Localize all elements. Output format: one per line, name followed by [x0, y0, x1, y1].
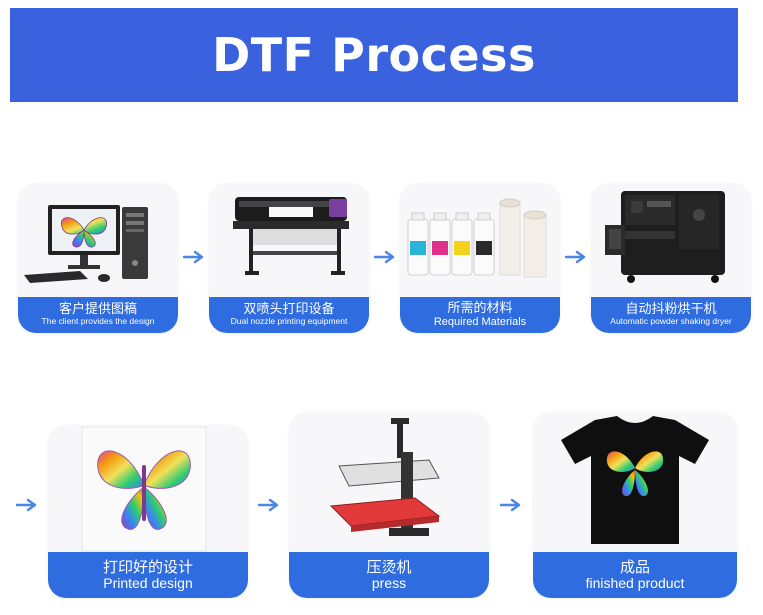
page-title: DTF Process	[212, 28, 536, 82]
dryer-icon	[605, 191, 725, 283]
materials-icon	[407, 198, 547, 278]
arrow-right-icon	[183, 250, 204, 264]
step-label-en: Printed design	[103, 574, 193, 591]
step-label-cn: 压烫机	[366, 558, 412, 577]
heat-press-icon	[329, 418, 441, 536]
step-label-cn: 自动抖粉烘干机	[625, 302, 717, 318]
step-label: 成品 finished product	[533, 552, 737, 598]
step-client-design: 客户提供图稿 The client provides the design	[18, 183, 178, 333]
step-label-en: Dual nozzle printing equipment	[230, 316, 348, 327]
step-label-en: Automatic powder shaking dryer	[610, 316, 732, 327]
step-label-en: press	[371, 574, 407, 591]
step-label: 客户提供图稿 The client provides the design	[18, 297, 178, 333]
step-label-en: The client provides the design	[41, 316, 155, 327]
step-label: 打印好的设计 Printed design	[48, 552, 248, 598]
step-heat-press: 压烫机 press	[289, 412, 489, 598]
arrow-right-icon	[374, 250, 395, 264]
step-label-en: Required Materials	[433, 316, 527, 329]
step-powder-dryer: 自动抖粉烘干机 Automatic powder shaking dryer	[591, 183, 751, 333]
step-label: 自动抖粉烘干机 Automatic powder shaking dryer	[591, 297, 751, 333]
step-finished-product: 成品 finished product	[533, 412, 737, 598]
arrow-right-icon	[16, 498, 37, 512]
step-label-cn: 打印好的设计	[102, 558, 193, 577]
arrow-right-icon	[500, 498, 521, 512]
step-label-en: finished product	[585, 574, 685, 591]
title-banner: DTF Process	[10, 8, 738, 102]
arrow-right-icon	[258, 498, 279, 512]
step-label-cn: 所需的材料	[447, 300, 513, 316]
step-label: 压烫机 press	[289, 552, 489, 598]
arrow-right-icon	[565, 250, 586, 264]
tshirt-icon	[561, 416, 709, 544]
computer-icon	[24, 205, 148, 283]
step-label: 所需的材料 Required Materials	[400, 297, 560, 333]
step-label-cn: 客户提供图稿	[58, 302, 137, 318]
step-required-materials: 所需的材料 Required Materials	[400, 183, 560, 333]
printer-icon	[233, 197, 349, 275]
step-label-cn: 成品	[619, 558, 650, 577]
step-printed-design: 打印好的设计 Printed design	[48, 425, 248, 598]
step-label: 双喷头打印设备 Dual nozzle printing equipment	[209, 297, 369, 333]
butterfly-print-icon	[81, 426, 207, 552]
step-printing-equipment: 双喷头打印设备 Dual nozzle printing equipment	[209, 183, 369, 333]
step-label-cn: 双喷头打印设备	[243, 302, 335, 318]
